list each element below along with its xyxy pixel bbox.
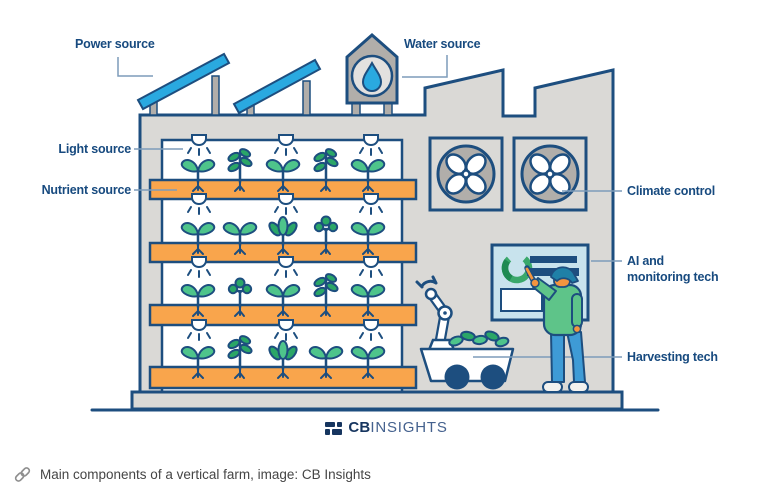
label-power-source: Power source	[75, 37, 155, 51]
image-caption-link[interactable]: Main components of a vertical farm, imag…	[14, 466, 371, 483]
solar-panel-icon	[136, 52, 322, 116]
fan-icon	[512, 136, 588, 212]
farmer-person	[524, 265, 589, 393]
label-light-source: Light source	[58, 142, 131, 156]
link-icon	[14, 467, 31, 482]
label-nutrient-source: Nutrient source	[41, 183, 132, 197]
fan-icon	[428, 136, 504, 212]
vertical-farm-illustration	[90, 33, 660, 412]
cb-insights-logo-mark-icon	[325, 421, 343, 435]
connector-lines	[117, 55, 622, 358]
label-ai-monitoring-tech: AI and monitoring tech	[627, 254, 719, 284]
logo-text-insights: INSIGHTS	[370, 419, 448, 436]
base-platform	[90, 390, 660, 412]
cb-insights-logo: CBINSIGHTS	[0, 419, 773, 437]
logo-text-cb: CB	[348, 419, 371, 436]
label-water-source: Water source	[404, 37, 481, 51]
grow-room	[148, 134, 418, 395]
label-climate-control: Climate control	[627, 184, 715, 198]
caption-text[interactable]: Main components of a vertical farm, imag…	[40, 467, 371, 482]
water-tank-icon	[345, 33, 399, 116]
label-harvesting-tech: Harvesting tech	[627, 350, 718, 364]
